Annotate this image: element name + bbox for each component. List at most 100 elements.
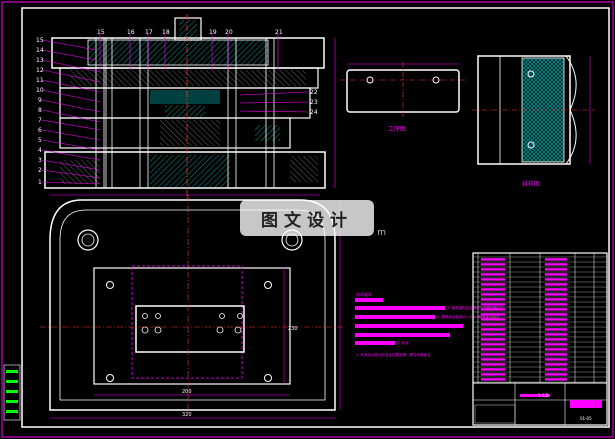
right-balloons: 22 23 24: [310, 89, 318, 116]
balloon: 18: [162, 29, 170, 36]
balloon: 2: [38, 167, 42, 174]
bom-cell-fill: [545, 273, 567, 276]
balloon: 1: [38, 179, 42, 186]
plan-dim-height: 230: [288, 326, 298, 332]
balloon: 15: [97, 29, 105, 36]
balloon: 3: [38, 157, 42, 164]
bom-cell-fill: [481, 303, 505, 306]
balloon: 23: [310, 99, 318, 106]
bom-cell-fill: [545, 333, 567, 336]
bom-cell-fill: [545, 258, 567, 261]
balloon: 15: [36, 37, 44, 44]
bom-cell-fill: [481, 348, 505, 351]
note-item: 3. 所有活动部分应保证位置准确，配合间隙适当: [356, 352, 431, 357]
bom-cell-fill: [545, 323, 567, 326]
bom-cell-fill: [545, 298, 567, 301]
title-block-drawing-no: 01-05: [580, 416, 592, 421]
bom-cell-fill: [545, 368, 567, 371]
watermark-background: [240, 200, 374, 236]
bom-cell-fill: [481, 368, 505, 371]
bom-cell-fill: [481, 273, 505, 276]
plan-view: [40, 195, 345, 419]
balloon: 9: [38, 97, 42, 104]
bom-cell-fill: [481, 293, 505, 296]
plan-dim-inner: 200: [182, 389, 192, 395]
bill-of-materials: [472, 252, 608, 426]
bom-cell-fill: [545, 343, 567, 346]
inner-frame: [21, 7, 610, 428]
balloon: 21: [275, 29, 283, 36]
bom-cell-fill: [545, 363, 567, 366]
balloon: 12: [36, 67, 44, 74]
bom-cell-fill: [545, 263, 567, 266]
bom-cell-fill: [545, 293, 567, 296]
bom-cell-fill: [545, 338, 567, 341]
balloon: 11: [36, 77, 44, 84]
bom-cell-fill: [545, 278, 567, 281]
top-balloons: 15 16 17 18 19 20 21: [97, 29, 283, 36]
bom-cell-fill: [545, 268, 567, 271]
bom-cell-fill: [481, 343, 505, 346]
bom-cell-fill: [545, 318, 567, 321]
balloon: 4: [38, 147, 42, 154]
bom-cell-fill: [481, 313, 505, 316]
bom-cell-fill: [481, 358, 505, 361]
bom-cell-fill: [545, 313, 567, 316]
bom-cell-fill: [545, 373, 567, 376]
balloon: 13: [36, 57, 44, 64]
balloon: 20: [225, 29, 233, 36]
balloon: 6: [38, 127, 42, 134]
watermark-text: 图文设计: [261, 210, 353, 231]
balloon: 7: [38, 117, 42, 124]
balloon: 19: [209, 29, 217, 36]
bom-cell-fill: [481, 298, 505, 301]
bom-cell-fill: [481, 378, 505, 381]
note-item: 1. 模具装配后应保证凸凹模间隙均匀: [447, 305, 504, 310]
note-item: 2. 模具闭合高度H=134，模柄直径φ40: [437, 314, 499, 319]
bom-cell-fill: [481, 288, 505, 291]
balloon: 24: [310, 109, 318, 116]
bom-cell-fill: [545, 283, 567, 286]
title-block-scale: 1:1.5: [538, 393, 549, 398]
plan-dim-width: 320: [182, 412, 192, 418]
workpiece-caption: 工序图: [388, 125, 406, 133]
watermark: 图文设计 m: [240, 200, 386, 238]
note-item: 4. 其余: [397, 340, 409, 345]
balloon: 16: [127, 29, 135, 36]
balloon: 5: [38, 137, 42, 144]
bom-cell-fill: [481, 323, 505, 326]
bom-cell-fill: [481, 308, 505, 311]
technical-notes: [355, 298, 463, 345]
bom-cell-fill: [481, 263, 505, 266]
bom-cell-fill: [545, 358, 567, 361]
bom-cell-fill: [545, 288, 567, 291]
workpiece-view: [340, 62, 466, 118]
bom-cell-fill: [545, 378, 567, 381]
bom-cell-fill: [481, 363, 505, 366]
bom-cell-fill: [481, 333, 505, 336]
bom-cell-fill: [545, 328, 567, 331]
bom-cell-fill: [481, 283, 505, 286]
watermark-suffix: m: [377, 228, 386, 238]
balloon: 14: [36, 47, 44, 54]
strip-layout-view: [472, 55, 595, 165]
section-view: [41, 14, 336, 200]
balloon: 10: [36, 87, 44, 94]
bom-cell-fill: [481, 268, 505, 271]
margin-marks: [3, 364, 21, 421]
bom-cell-fill: [545, 308, 567, 311]
bom-cell-fill: [481, 258, 505, 261]
bom-cell-fill: [481, 318, 505, 321]
bom-cell-fill: [481, 278, 505, 281]
strip-layout-caption: 排样图: [522, 180, 540, 188]
bom-cell-fill: [481, 353, 505, 356]
bom-cell-fill: [545, 353, 567, 356]
balloon: 8: [38, 107, 42, 114]
balloon: 17: [145, 29, 153, 36]
bom-cell-fill: [481, 373, 505, 376]
left-balloons: 15 14 13 12 11 10 9 8 7 6 5 4 3 2 1: [36, 37, 44, 186]
notes-title: 技术要求: [356, 291, 372, 297]
bom-cell-fill: [481, 328, 505, 331]
